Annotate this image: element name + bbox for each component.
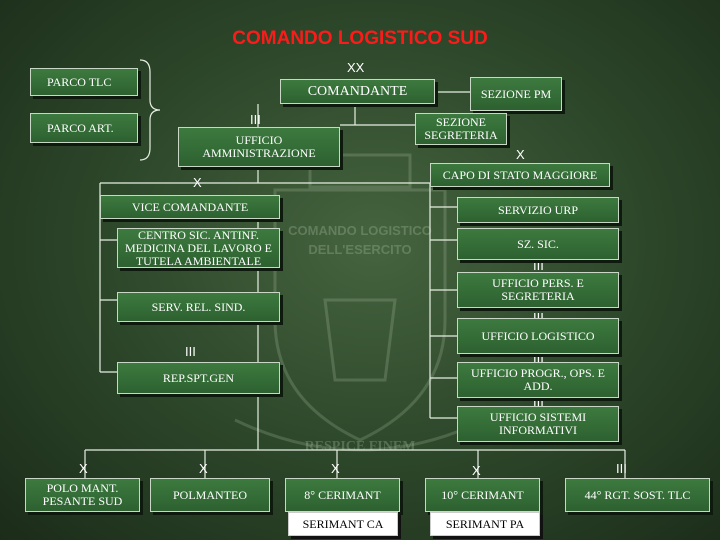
box-sz-sic[interactable]: SZ. SIC.	[457, 228, 619, 260]
mark-x-cerimant10: X	[472, 463, 481, 478]
mark-iii-rep: III	[185, 344, 196, 359]
mark-iii-logistico: III	[533, 352, 544, 367]
box-ufficio-sistemi[interactable]: UFFICIO SISTEMI INFORMATIVI	[457, 406, 619, 442]
emblem-text-top: COMANDO LOGISTICO	[288, 223, 432, 238]
box-serimant-pa[interactable]: SERIMANT PA	[430, 512, 540, 536]
box-serimant-ca[interactable]: SERIMANT CA	[288, 512, 398, 536]
parco-brace	[139, 59, 161, 161]
mark-x-polo: X	[79, 461, 88, 476]
mark-iii-1: III	[250, 112, 261, 127]
box-ufficio-amministrazione[interactable]: UFFICIO AMMINISTRAZIONE	[178, 127, 340, 167]
mark-iii-sz: III	[533, 258, 544, 273]
page-title: COMANDO LOGISTICO SUD	[232, 28, 488, 49]
mark-x-polmanteo: X	[199, 461, 208, 476]
mark-iii-rgt44: III	[616, 461, 627, 476]
box-centro-sic[interactable]: CENTRO SIC. ANTINF. MEDICINA DEL LAVORO …	[117, 228, 280, 268]
box-ufficio-logistico[interactable]: UFFICIO LOGISTICO	[457, 318, 619, 354]
mark-x-vice: X	[193, 175, 202, 190]
box-ufficio-progr[interactable]: UFFICIO PROGR., OPS. E ADD.	[457, 362, 619, 398]
mark-x-sezione: X	[516, 147, 525, 162]
box-comandante[interactable]: COMANDANTE	[280, 79, 435, 104]
box-polmanteo[interactable]: POLMANTEO	[150, 478, 270, 512]
box-sezione-pm[interactable]: SEZIONE PM	[470, 77, 562, 111]
box-cerimant-8[interactable]: 8° CERIMANT	[285, 478, 400, 512]
emblem-text-bottom: DELL'ESERCITO	[308, 242, 411, 257]
box-parco-art[interactable]: PARCO ART.	[30, 113, 138, 143]
box-ufficio-pers-segreteria[interactable]: UFFICIO PERS. E SEGRETERIA	[457, 272, 619, 308]
box-serv-rel-sind[interactable]: SERV. REL. SIND.	[117, 292, 280, 322]
mark-iii-progr: III	[533, 396, 544, 411]
box-polo-mant[interactable]: POLO MANT. PESANTE SUD	[25, 478, 140, 512]
box-rgt-44[interactable]: 44° RGT. SOST. TLC	[565, 478, 710, 512]
box-servizio-urp[interactable]: SERVIZIO URP	[457, 197, 619, 223]
box-vice-comandante[interactable]: VICE COMANDANTE	[100, 195, 280, 219]
box-capo-stato-maggiore[interactable]: CAPO DI STATO MAGGIORE	[430, 163, 610, 187]
mark-iii-persegr: III	[533, 310, 544, 325]
mark-x-cerimant8: X	[331, 461, 340, 476]
box-sezione-segreteria[interactable]: SEZIONE SEGRETERIA	[415, 113, 507, 145]
box-parco-tlc[interactable]: PARCO TLC	[30, 68, 138, 96]
mark-top-xx: XX	[347, 60, 365, 75]
box-rep-spt-gen[interactable]: REP.SPT.GEN	[117, 362, 280, 394]
box-cerimant-10[interactable]: 10° CERIMANT	[425, 478, 540, 512]
